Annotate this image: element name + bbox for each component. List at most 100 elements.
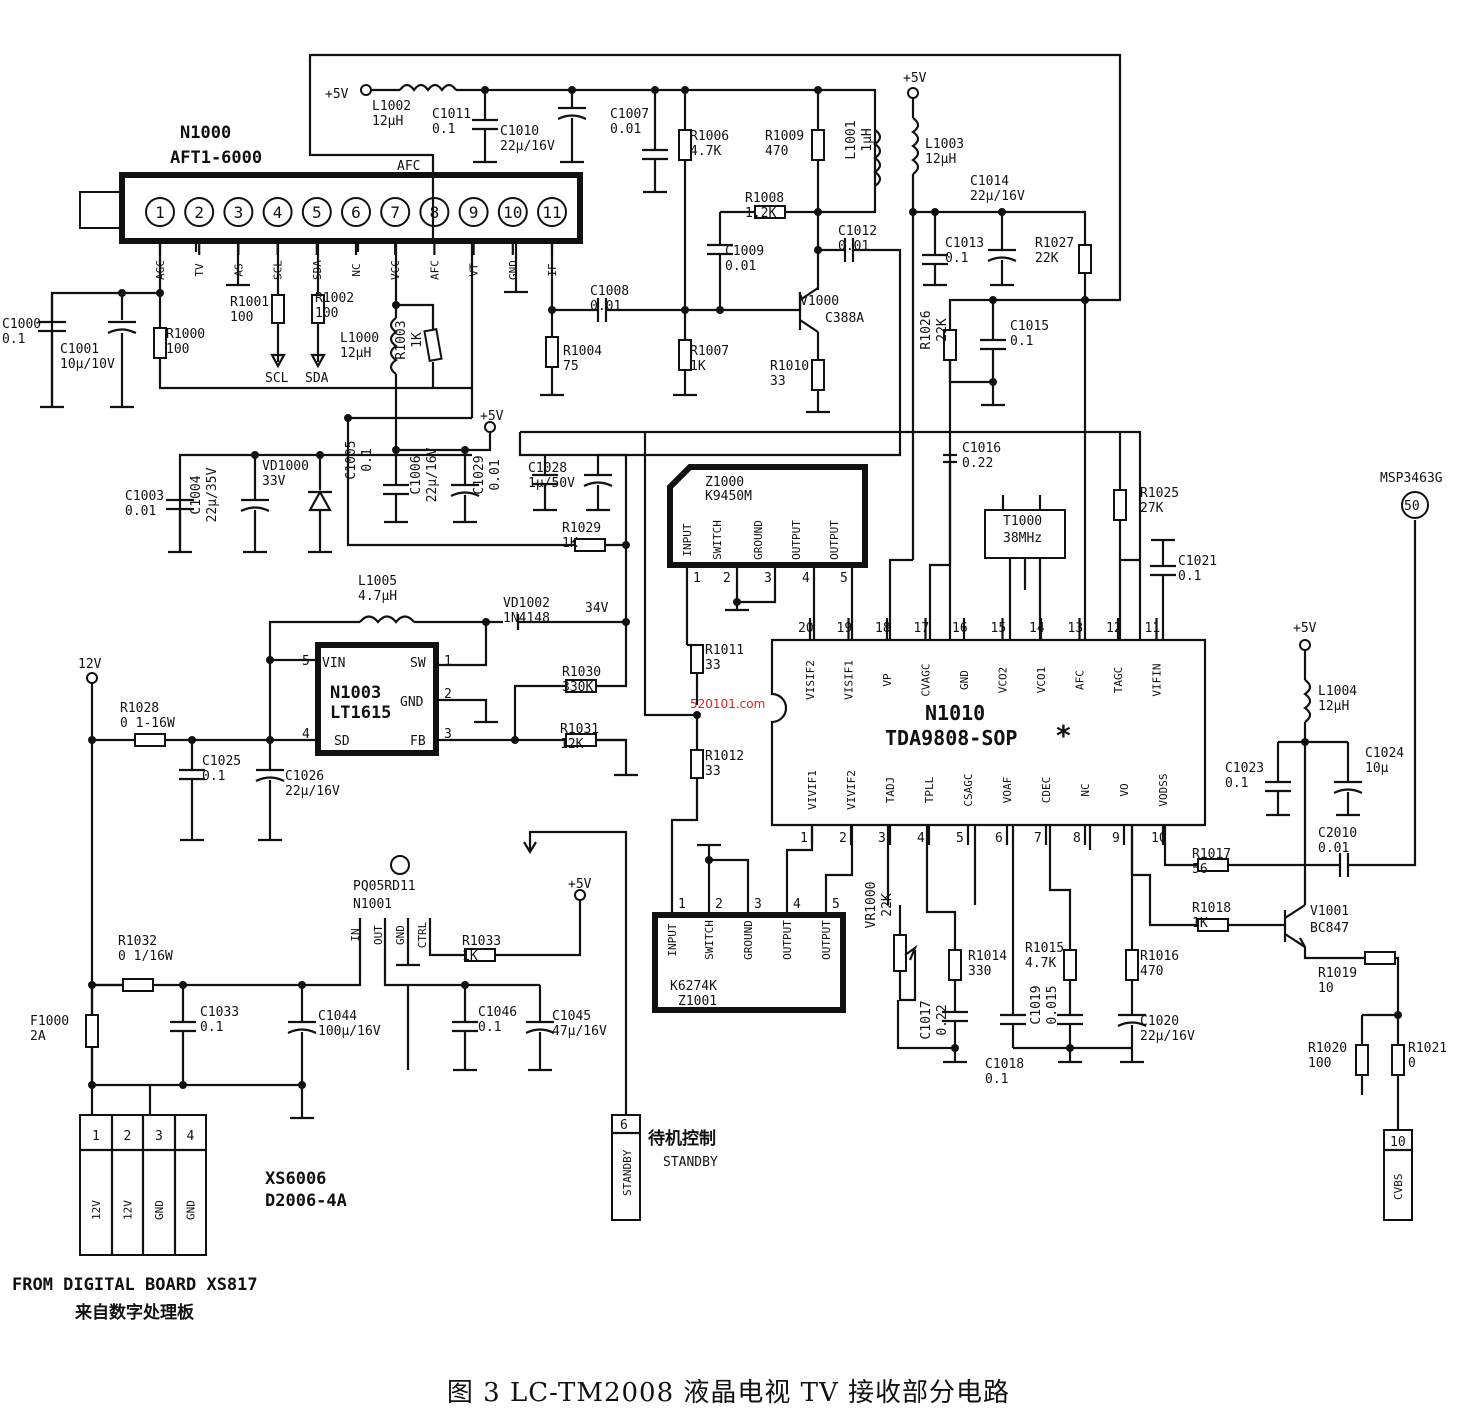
- tuner-pins: 1AGC2TV3AS4SCL5SDA6NC7VCC8AFC9VT10GND11I…: [145, 197, 567, 280]
- component-value: 1N4148: [503, 611, 550, 626]
- component-ref: C1005: [344, 440, 359, 479]
- component-value: 0.1: [478, 1020, 501, 1035]
- ic-pin-number: 11: [1145, 621, 1161, 636]
- standby-label-en: STANDBY: [663, 1155, 718, 1170]
- component-value: 33V: [262, 474, 286, 489]
- ic-ref: N1010: [925, 701, 985, 725]
- saw-pin-number: 4: [793, 897, 801, 912]
- component-ref: C1012: [838, 224, 877, 239]
- connector-pin-name: GND: [153, 1200, 166, 1220]
- component-ref: R1031: [560, 722, 599, 737]
- component-value: 22μ/16V: [425, 447, 440, 502]
- component-ref: C1023: [1225, 761, 1264, 776]
- component-ref: L1001: [844, 120, 859, 159]
- component-ref: R1033: [462, 934, 501, 949]
- tagc-network: [520, 430, 1176, 640]
- component-value: 0.01: [1318, 841, 1349, 856]
- component-ref: R1000: [166, 327, 205, 342]
- tuner-pin-circle: [184, 197, 215, 227]
- component-value: 22μ/16V: [500, 139, 555, 154]
- component-ref: R1010: [770, 359, 809, 374]
- ic-pin-name: CDEC: [1040, 777, 1053, 804]
- component-ref: R1007: [690, 344, 729, 359]
- n1003-ref: N1003: [330, 683, 381, 703]
- component-value: 0.01: [838, 239, 869, 254]
- connector-pin-number: 2: [124, 1129, 132, 1144]
- z1001-ref: Z1001: [678, 994, 717, 1009]
- tuner-pin-number: 1: [155, 203, 165, 222]
- component-value: 330K: [562, 680, 593, 695]
- n1001-part: PQ05RD11: [353, 879, 416, 894]
- component-value: 0.1: [202, 769, 225, 784]
- rail-5v-top: +5V: [325, 87, 349, 102]
- component-ref: R1021: [1408, 1041, 1447, 1056]
- saw-pin-name: GROUND: [752, 520, 765, 560]
- component-value: 0.01: [488, 459, 503, 490]
- component-value: 4.7K: [690, 144, 721, 159]
- component-ref: R1019: [1318, 966, 1357, 981]
- component-ref: C1046: [478, 1005, 517, 1020]
- rail-5v-vp: +5V: [903, 71, 927, 86]
- component-ref: C1029: [472, 455, 487, 494]
- component-ref: C1014: [970, 174, 1009, 189]
- ic-pin-number: 17: [914, 621, 930, 636]
- saw-pin-number: 1: [678, 897, 686, 912]
- tuner-pin-number: 6: [351, 203, 361, 222]
- component-value: 1K: [1192, 916, 1208, 931]
- component-value: 0.1: [1178, 569, 1201, 584]
- component-ref: R1014: [968, 949, 1007, 964]
- component-value: 0.01: [125, 504, 156, 519]
- rail-34v: 34V: [585, 601, 609, 616]
- n1003-pin-name: VIN: [322, 656, 345, 671]
- n1003-pin-name: SD: [334, 734, 350, 749]
- component-value: 22μ/16V: [1140, 1029, 1195, 1044]
- saw-pin-number: 3: [754, 897, 762, 912]
- schematic-diagram: N1000 AFT1-6000 AFC 1AGC2TV3AS4SCL5SDA6N…: [2, 53, 1447, 1323]
- connector-from-cn: 来自数字处理板: [74, 1302, 195, 1323]
- ic-pin-name: VO: [1118, 783, 1131, 796]
- component-ref: R1018: [1192, 901, 1231, 916]
- component-value: 0 1-16W: [120, 716, 175, 731]
- component-ref: C1026: [285, 769, 324, 784]
- z1001-part: K6274K: [670, 979, 717, 994]
- saw-pin-name: OUTPUT: [820, 920, 833, 960]
- ic-pin-number: 18: [875, 621, 891, 636]
- standby-name: STANDBY: [621, 1149, 634, 1196]
- component-ref: R1027: [1035, 236, 1074, 251]
- ic-pin-name: NC: [1079, 783, 1092, 796]
- ic-pin-number: 4: [917, 831, 925, 846]
- standby-connector: 6 STANDBY 待机控制 STANDBY: [611, 1114, 718, 1221]
- component-value: 12μH: [340, 346, 371, 361]
- tuner-pin-circle: [419, 197, 450, 227]
- tuner-pin-number: 8: [430, 203, 440, 222]
- ic-pin-number: 16: [952, 621, 968, 636]
- component-ref: VR1000: [864, 882, 879, 929]
- component-ref: VD1002: [503, 596, 550, 611]
- v1000-ref: V1000: [800, 294, 839, 309]
- component-ref: C1024: [1365, 746, 1404, 761]
- ic-bottom-networks: [886, 825, 1147, 1064]
- component-value: 22μ/35V: [205, 467, 220, 522]
- ic-pin-name: VCO2: [997, 667, 1010, 694]
- tuner-pin-number: 7: [390, 203, 400, 222]
- net-scl: SCL: [265, 371, 289, 386]
- ic-pin-name: CSAGC: [962, 773, 975, 806]
- afc-line: [308, 53, 1122, 302]
- ic-pin-name: TADJ: [884, 777, 897, 804]
- n1003-pin-number: 2: [444, 687, 452, 702]
- figure-caption: 图 3 LC-TM2008 液晶电视 TV 接收部分电路: [446, 1378, 1011, 1408]
- component-value: 0.1: [1225, 776, 1248, 791]
- ic-pin-number: 14: [1029, 621, 1045, 636]
- watermark: 520101.com: [690, 697, 766, 711]
- connector-from-en: FROM DIGITAL BOARD XS817: [12, 1275, 258, 1295]
- tuner-pin-name: GND: [507, 260, 520, 280]
- msp-name: MSP3463G: [1380, 471, 1443, 486]
- rail-5v-tuning: +5V: [480, 409, 504, 424]
- component-value: 1K: [690, 359, 706, 374]
- component-value: 12μH: [1318, 699, 1349, 714]
- component-value: 22μ/16V: [970, 189, 1025, 204]
- connector-pin-name: 12V: [90, 1200, 103, 1220]
- component-value: 470: [1140, 964, 1163, 979]
- component-ref: C1006: [409, 455, 424, 494]
- ic-pin-number: 3: [878, 831, 886, 846]
